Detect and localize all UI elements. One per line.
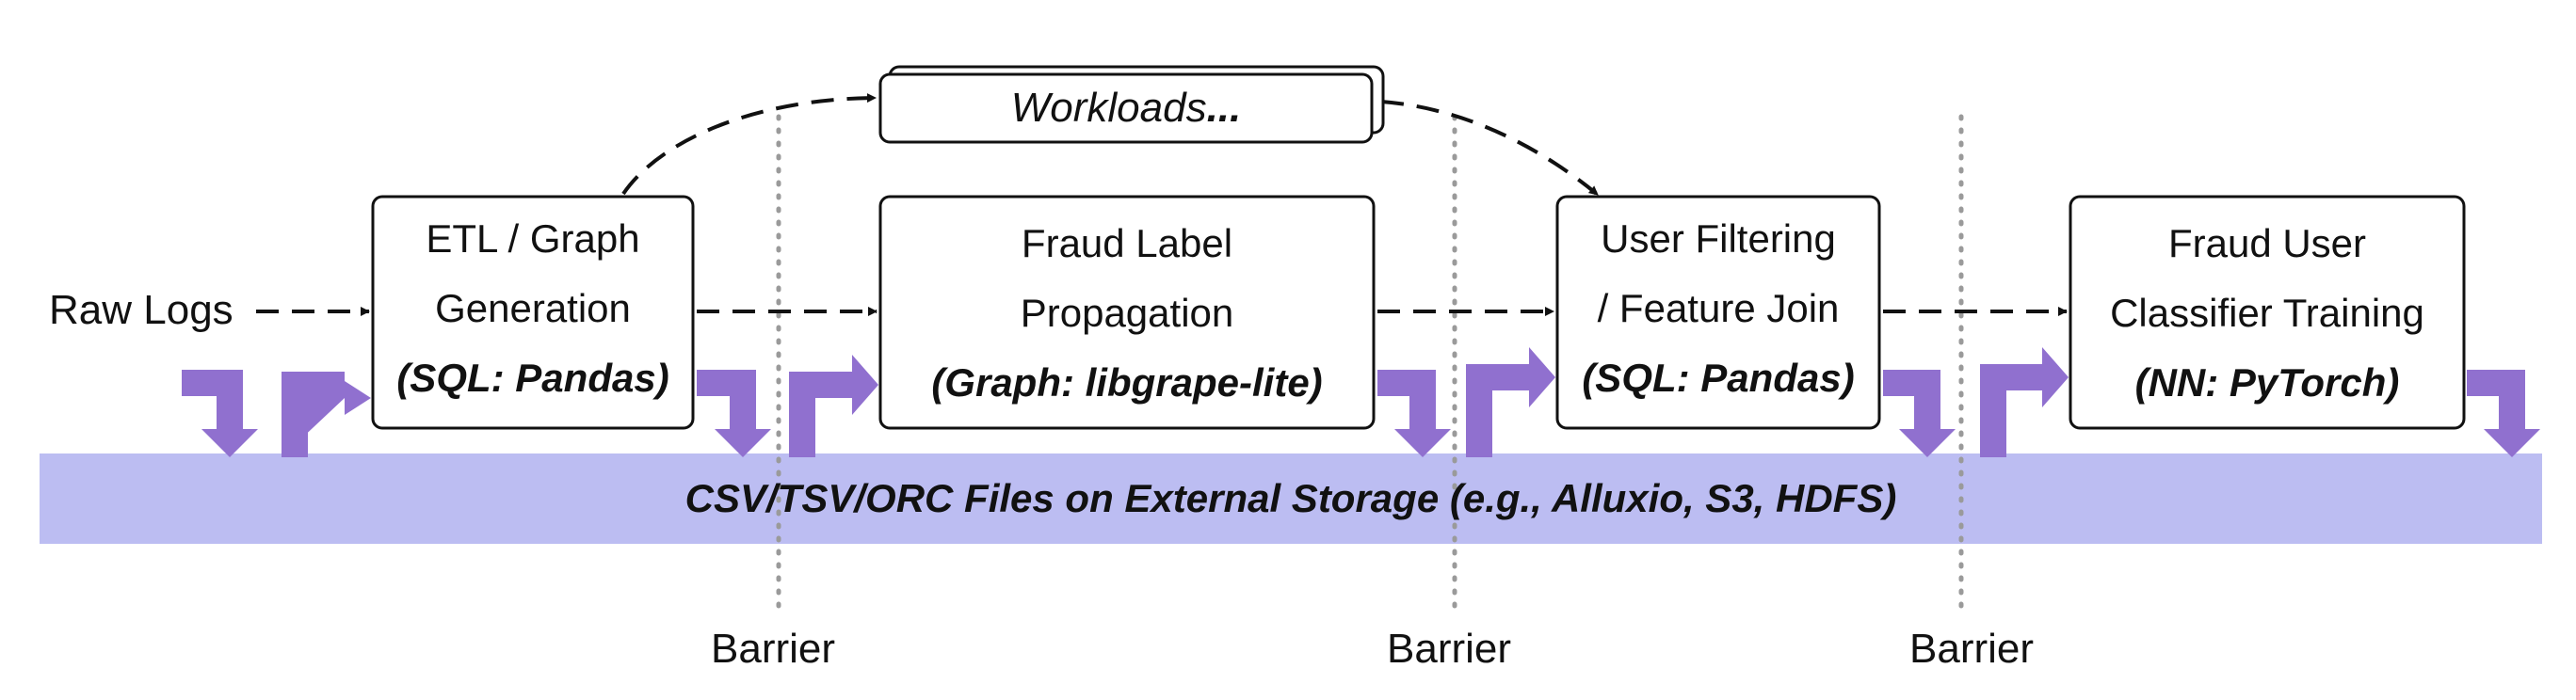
workloads-arc-out (621, 93, 877, 196)
stage-engine: (SQL: Pandas) (396, 356, 669, 400)
workloads-box (878, 72, 1374, 144)
stage-engine: (NN: PyTorch) (2134, 360, 2400, 405)
workloads-label: Workloads... (880, 74, 1372, 142)
stage-text-classifier: Fraud User Classifier Training (NN: PyTo… (2070, 209, 2464, 418)
stage-box-fraud-label (878, 195, 1376, 430)
stage-box-etl (371, 195, 695, 430)
write-arrow-etl (697, 370, 771, 457)
stage-line2: Generation (435, 286, 631, 330)
stage-box-user-filtering (1555, 195, 1881, 430)
stage-line1: User Filtering (1601, 216, 1836, 261)
stage-text-user-filtering: User Filtering / Feature Join (SQL: Pand… (1557, 204, 1879, 413)
write-arrow-filter (1883, 370, 1956, 457)
stage-box-classifier (2069, 195, 2466, 430)
stage-line1: ETL / Graph (426, 216, 640, 261)
write-arrow-classifier (2467, 370, 2540, 457)
read-arrow-etl-body (282, 372, 345, 457)
stage-engine: (SQL: Pandas) (1582, 356, 1855, 400)
workloads-ellipsis: ... (1206, 85, 1242, 131)
stage-line1: Fraud User (2167, 221, 2367, 265)
raw-logs-label: Raw Logs (49, 287, 233, 333)
stage-engine: (Graph: libgrape-lite) (931, 360, 1323, 405)
stage-text-etl: ETL / Graph Generation (SQL: Pandas) (373, 204, 693, 413)
storage-bar (40, 453, 2542, 544)
read-arrow-classifier (1980, 347, 2069, 457)
barrier-label-1: Barrier (711, 626, 836, 672)
stage-line2: / Feature Join (1597, 286, 1840, 330)
barrier-label-2: Barrier (1387, 626, 1512, 672)
workloads-arc-in (1380, 100, 1600, 197)
stage-line2: Classifier Training (2110, 291, 2424, 335)
workloads-text: Workloads (1010, 85, 1207, 131)
read-arrow-fraud (789, 355, 878, 457)
barrier-label-3: Barrier (1909, 626, 2035, 672)
storage-label: CSV/TSV/ORC Files on External Storage (e… (684, 476, 1897, 520)
write-arrow-fraud (1377, 370, 1451, 457)
write-arrow-raw (182, 370, 258, 457)
stage-line1: Fraud Label (1021, 221, 1233, 265)
stage-text-fraud-label: Fraud Label Propagation (Graph: libgrape… (880, 209, 1374, 418)
stage-line2: Propagation (1020, 291, 1234, 335)
read-arrow-filter (1466, 347, 1555, 457)
